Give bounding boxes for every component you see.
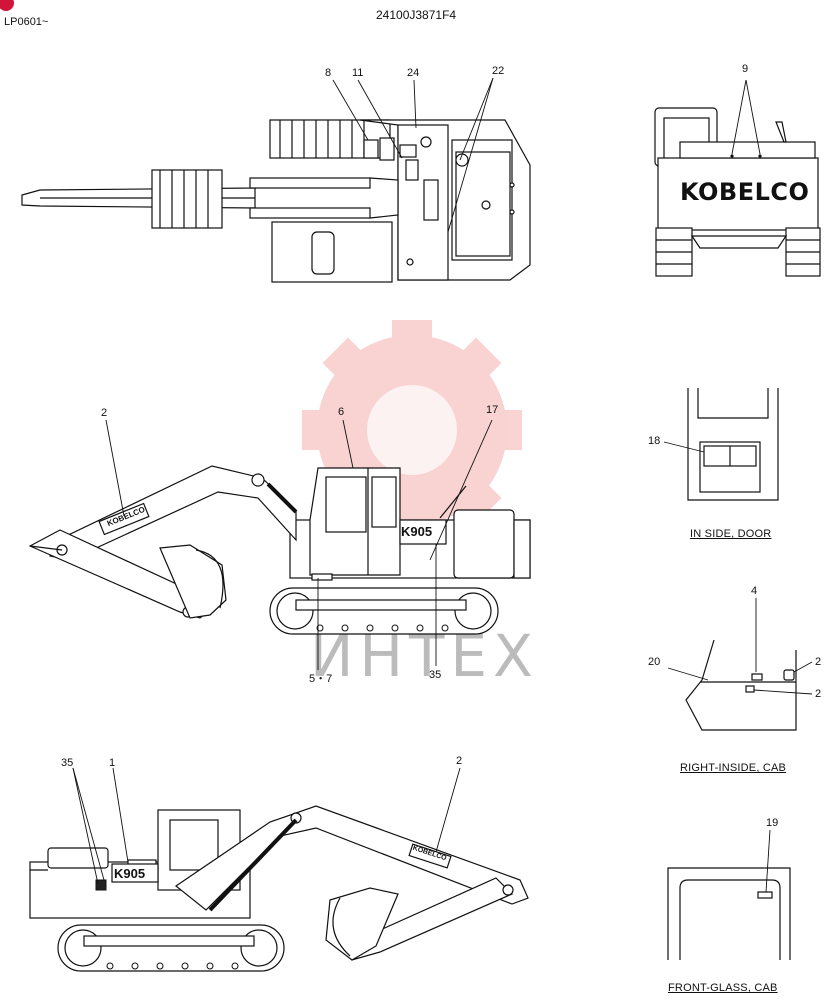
side-model-badge: K905 (401, 524, 433, 539)
callout-1: 1 (109, 757, 116, 769)
caption-inside-door: IN SIDE, DOOR (690, 528, 772, 540)
caption-front-glass-cab: FRONT-GLASS, CAB (668, 982, 778, 994)
callout-18: 18 (648, 435, 661, 447)
callout-5-7: 5・7 (309, 673, 333, 685)
callout-2-cab-lower: 2 (815, 688, 822, 700)
callout-8: 8 (325, 67, 332, 79)
rear-kobelco-logo: KOBELCO (680, 178, 810, 206)
revision-code: LP0601~ (4, 16, 49, 28)
callout-35-bottom: 35 (61, 757, 74, 769)
callout-24: 24 (407, 67, 420, 79)
callout-2: 2 (101, 407, 108, 419)
callout-9: 9 (742, 63, 749, 75)
callout-4: 4 (751, 585, 758, 597)
bottom-model-badge: K905 (114, 866, 146, 881)
caption-right-inside-cab: RIGHT-INSIDE, CAB (680, 762, 787, 774)
callout-22: 22 (492, 65, 505, 77)
callout-2-bottom: 2 (456, 755, 463, 767)
callout-2-cab-upper: 2 (815, 656, 822, 668)
callout-35: 35 (429, 669, 442, 681)
callout-20: 20 (648, 656, 661, 668)
callout-11: 11 (352, 67, 364, 79)
part-number: 24100J3871F4 (376, 8, 457, 22)
callout-17: 17 (486, 404, 499, 416)
callout-19: 19 (766, 817, 779, 829)
callout-6: 6 (338, 406, 345, 418)
